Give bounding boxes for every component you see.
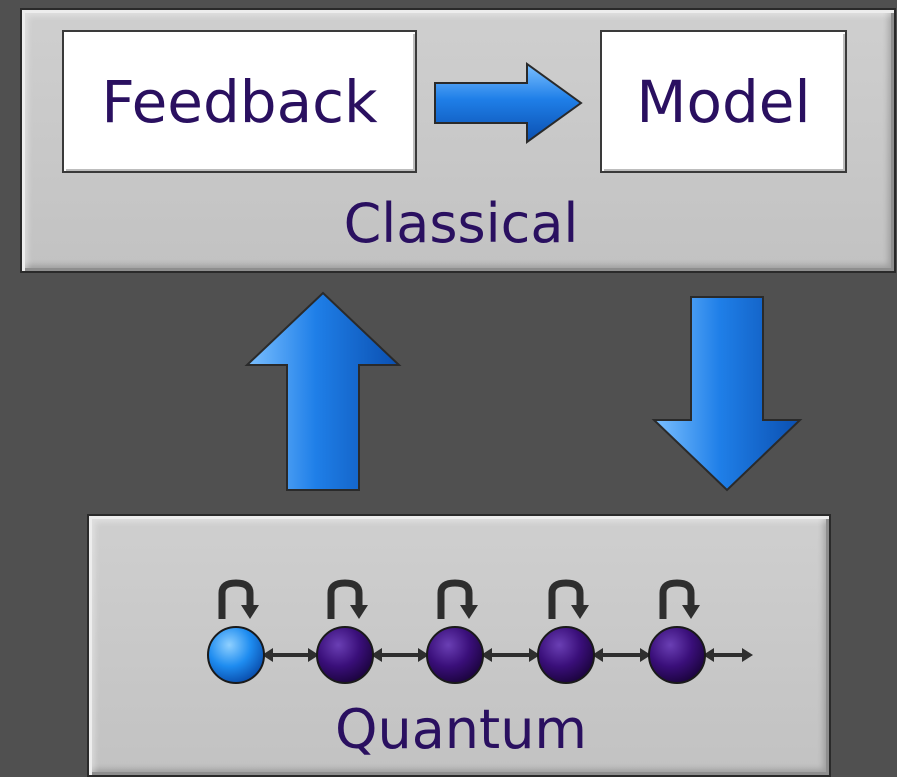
loop-arrowhead (241, 605, 259, 619)
feedback-box: Feedback (62, 30, 417, 173)
loop-arrowhead (571, 605, 589, 619)
coupling-double-arrow-icon (262, 648, 319, 662)
loop-arrow-icon (327, 579, 363, 619)
coupling-double-arrow-icon (371, 648, 429, 662)
loop-arrowhead (350, 605, 368, 619)
qubit-chain (207, 579, 753, 684)
quantum-to-classical-arrow (244, 291, 402, 491)
loop-arrow-icon (437, 579, 473, 619)
quantum-label: Quantum (334, 698, 588, 761)
coupling-double-arrow-icon (703, 648, 753, 662)
coupling-double-arrow-icon (481, 648, 540, 662)
qubit (316, 626, 374, 684)
loop-arrowhead (460, 605, 478, 619)
feedback-to-model-arrow (434, 62, 583, 144)
loop-arrow-icon (659, 579, 695, 619)
qubit (648, 626, 706, 684)
feedback-label: Feedback (101, 67, 378, 136)
coupling-double-arrow-icon (592, 648, 651, 662)
classical-label: Classical (343, 192, 579, 255)
qubit-highlighted (207, 626, 265, 684)
loop-arrowhead (682, 605, 700, 619)
qubit (537, 626, 595, 684)
model-box: Model (600, 30, 847, 173)
classical-to-quantum-arrow (651, 296, 803, 492)
qubit (426, 626, 484, 684)
loop-arrow-icon (548, 579, 584, 619)
model-label: Model (636, 67, 811, 136)
loop-arrow-icon (218, 579, 254, 619)
